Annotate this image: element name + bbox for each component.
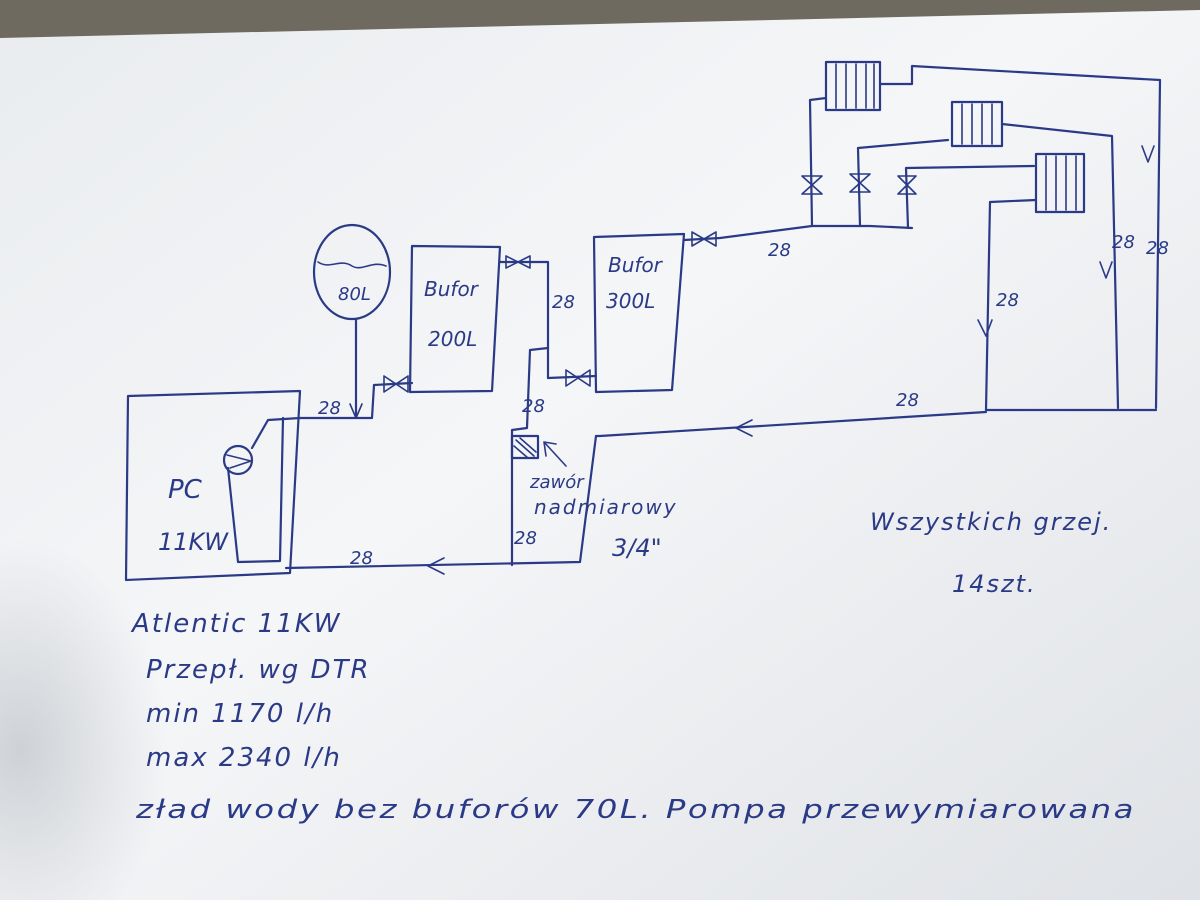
piping bbox=[284, 60, 1162, 575]
note-line: min 1170 l/h bbox=[146, 699, 334, 729]
buffer-200-title: Bufor bbox=[424, 277, 480, 301]
radiator-icon bbox=[1034, 152, 1086, 214]
circulation-pump-icon bbox=[222, 444, 254, 476]
pipe-size-label: 28 bbox=[996, 290, 1019, 311]
notes-block: Atlentic 11KW Przepł. wg DTR min 1170 l/… bbox=[130, 609, 1136, 825]
radiator-count: 14szt. bbox=[952, 570, 1037, 598]
buffer-300-volume: 300L bbox=[606, 289, 655, 313]
buffer-300-title: Bufor bbox=[608, 253, 664, 277]
pipe-size-label: 28 bbox=[522, 396, 545, 417]
radiator-icon bbox=[824, 60, 882, 112]
relief-valve-label-2: nadmiarowy bbox=[534, 495, 678, 519]
radiator-summary: Wszystkich grzej. bbox=[870, 508, 1112, 536]
pipe-size-label: 28 bbox=[318, 398, 341, 419]
valve-icon bbox=[565, 369, 591, 387]
valve-icon bbox=[691, 231, 717, 247]
valve-icon bbox=[801, 175, 823, 195]
heat-pump-label: PC bbox=[168, 475, 203, 505]
valve-icon bbox=[897, 175, 917, 195]
relief-valve-size: 3/4" bbox=[612, 534, 662, 562]
note-line: zład wody bez buforów 70L. Pompa przewym… bbox=[135, 795, 1136, 825]
pipe-size-label: 28 bbox=[514, 528, 537, 549]
valve-icon bbox=[849, 173, 871, 193]
relief-valve-icon bbox=[510, 434, 540, 460]
expansion-tank: 80L bbox=[312, 223, 392, 419]
note-line: max 2340 l/h bbox=[146, 743, 342, 773]
pipe-size-label: 28 bbox=[1112, 232, 1135, 253]
note-line: Atlentic 11KW bbox=[130, 609, 342, 639]
pipe-size-label: 28 bbox=[896, 390, 919, 411]
note-line: Przepł. wg DTR bbox=[146, 655, 371, 685]
pipe-size-label: 28 bbox=[350, 548, 373, 569]
valve-icon bbox=[383, 375, 409, 393]
valve-icon bbox=[505, 255, 531, 269]
relief-valve-label: zawór bbox=[529, 472, 585, 493]
buffer-200: Bufor 200L bbox=[408, 244, 502, 394]
tank-label: 80L bbox=[338, 284, 371, 305]
pipe-size-label: 28 bbox=[552, 292, 575, 313]
pipe-size-label: 28 bbox=[1146, 238, 1169, 259]
buffer-300: Bufor 300L bbox=[592, 232, 686, 394]
pipe-size-label: 28 bbox=[768, 240, 791, 261]
heat-pump-power-label: 11KW bbox=[158, 528, 229, 556]
heat-pump-unit: PC 11KW bbox=[124, 389, 302, 582]
buffer-200-volume: 200L bbox=[428, 327, 477, 351]
